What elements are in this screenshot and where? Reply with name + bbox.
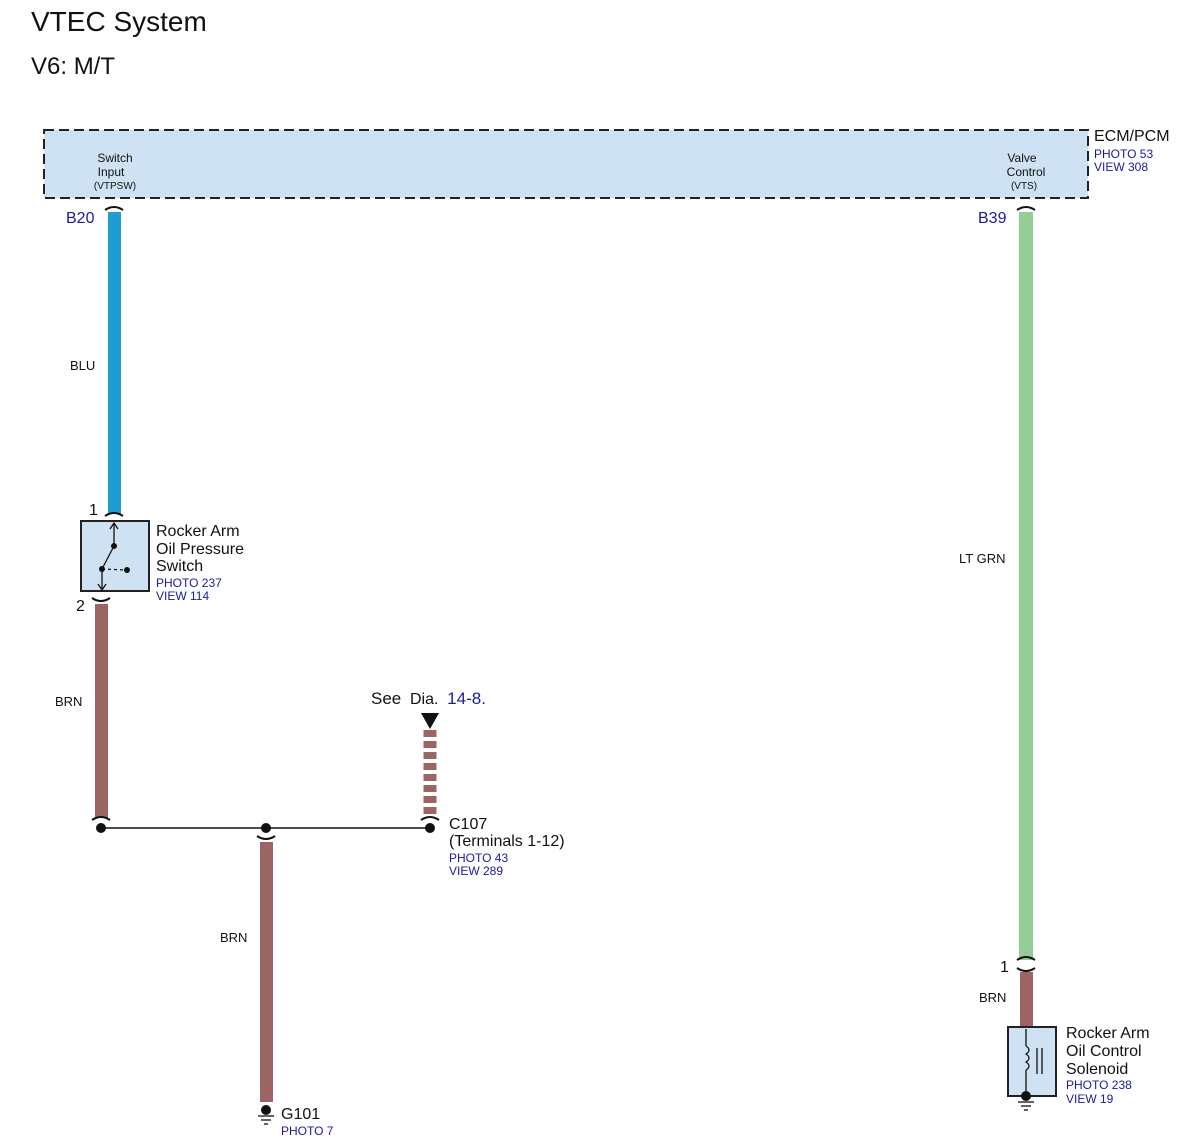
switch-name-line1: Rocker Arm (156, 523, 240, 540)
wire-label-lt-grn: LT GRN (959, 551, 1005, 566)
solenoid-coil-icon (1024, 1045, 1030, 1071)
junction-dot-center (261, 823, 271, 833)
solenoid-ground-dot (1021, 1091, 1031, 1101)
switch-pin-2: 2 (76, 598, 85, 615)
terminal-b39: B39 (978, 210, 1007, 227)
switch-view-ref[interactable]: VIEW 114 (156, 589, 209, 603)
switch-dashed-link (101, 568, 128, 571)
wire-label-brn-solenoid: BRN (979, 990, 1006, 1005)
ecm-pin-label-control: Control (1007, 165, 1046, 179)
wire-label-blu: BLU (70, 358, 95, 373)
page-subtitle: V6: M/T (31, 53, 115, 80)
switch-contact-right (124, 567, 130, 573)
ecm-pin-label-valve: Valve (1007, 151, 1036, 165)
solenoid-connector-bottom (1016, 967, 1036, 972)
wire-blu (108, 212, 121, 514)
connector-cap-b20 (104, 206, 124, 211)
solenoid-name-line1: Rocker Arm (1066, 1025, 1150, 1042)
ground-name: G101 (281, 1106, 320, 1123)
switch-photo-ref[interactable]: PHOTO 237 (156, 576, 222, 590)
ecm-pcm-box (43, 129, 1089, 199)
ground-photo-ref[interactable]: PHOTO 7 (281, 1124, 334, 1138)
switch-pin-1: 1 (89, 502, 98, 519)
ecm-pin-label-input: Input (98, 165, 125, 179)
see-dia-text: See Dia. 14-8. (371, 689, 486, 708)
ecm-view-ref[interactable]: VIEW 308 (1094, 160, 1148, 174)
wire-brn-upper (95, 604, 108, 818)
c107-cap (420, 816, 440, 821)
see-dia-link[interactable]: 14-8 (447, 689, 481, 708)
see-dia-arrow-icon (421, 713, 439, 729)
solenoid-name-line2: Oil Control (1066, 1043, 1142, 1060)
c107-photo-ref[interactable]: PHOTO 43 (449, 851, 508, 865)
terminal-b20: B20 (66, 210, 95, 227)
ecm-name: ECM/PCM (1094, 128, 1170, 145)
switch-arrow-up-icon (109, 521, 119, 530)
solenoid-name-line3: Solenoid (1066, 1061, 1128, 1078)
ecm-pin-label-vts: (VTS) (1011, 181, 1037, 192)
wire-lt-grn (1019, 212, 1033, 960)
connector-cap-b39 (1016, 206, 1036, 211)
junction-cap-center (256, 835, 276, 840)
solenoid-connector-top (1016, 956, 1036, 961)
switch-blade (101, 545, 115, 570)
solenoid-photo-ref[interactable]: PHOTO 238 (1066, 1078, 1132, 1092)
ecm-photo-ref[interactable]: PHOTO 53 (1094, 147, 1153, 161)
switch-arrow-down-icon (97, 583, 107, 592)
switch-connector-top (104, 512, 124, 517)
junction-cap-left (91, 816, 111, 821)
c107-name: C107 (449, 816, 487, 833)
c107-terminals: (Terminals 1-12) (449, 833, 565, 850)
solenoid-view-ref[interactable]: VIEW 19 (1066, 1092, 1114, 1106)
wire-label-brn-upper: BRN (55, 694, 82, 709)
junction-dot-c107 (425, 823, 435, 833)
wire-brn-solenoid (1020, 972, 1033, 1027)
switch-name-line2: Oil Pressure (156, 541, 244, 558)
ground-dot (261, 1105, 271, 1115)
switch-name-line3: Switch (156, 558, 203, 575)
oil-control-solenoid-box (1007, 1026, 1057, 1097)
oil-pressure-switch-box (80, 520, 150, 592)
c107-view-ref[interactable]: VIEW 289 (449, 864, 503, 878)
junction-dot-left (96, 823, 106, 833)
wire-brn-lower (260, 842, 273, 1102)
ecm-pin-label-vtpsw: (VTPSW) (94, 181, 136, 192)
wire-label-brn-lower: BRN (220, 930, 247, 945)
solenoid-pin-1: 1 (1000, 959, 1009, 976)
switch-connector-bottom (91, 597, 111, 602)
ecm-pin-label-switch: Switch (97, 151, 132, 165)
page-title: VTEC System (31, 6, 207, 37)
